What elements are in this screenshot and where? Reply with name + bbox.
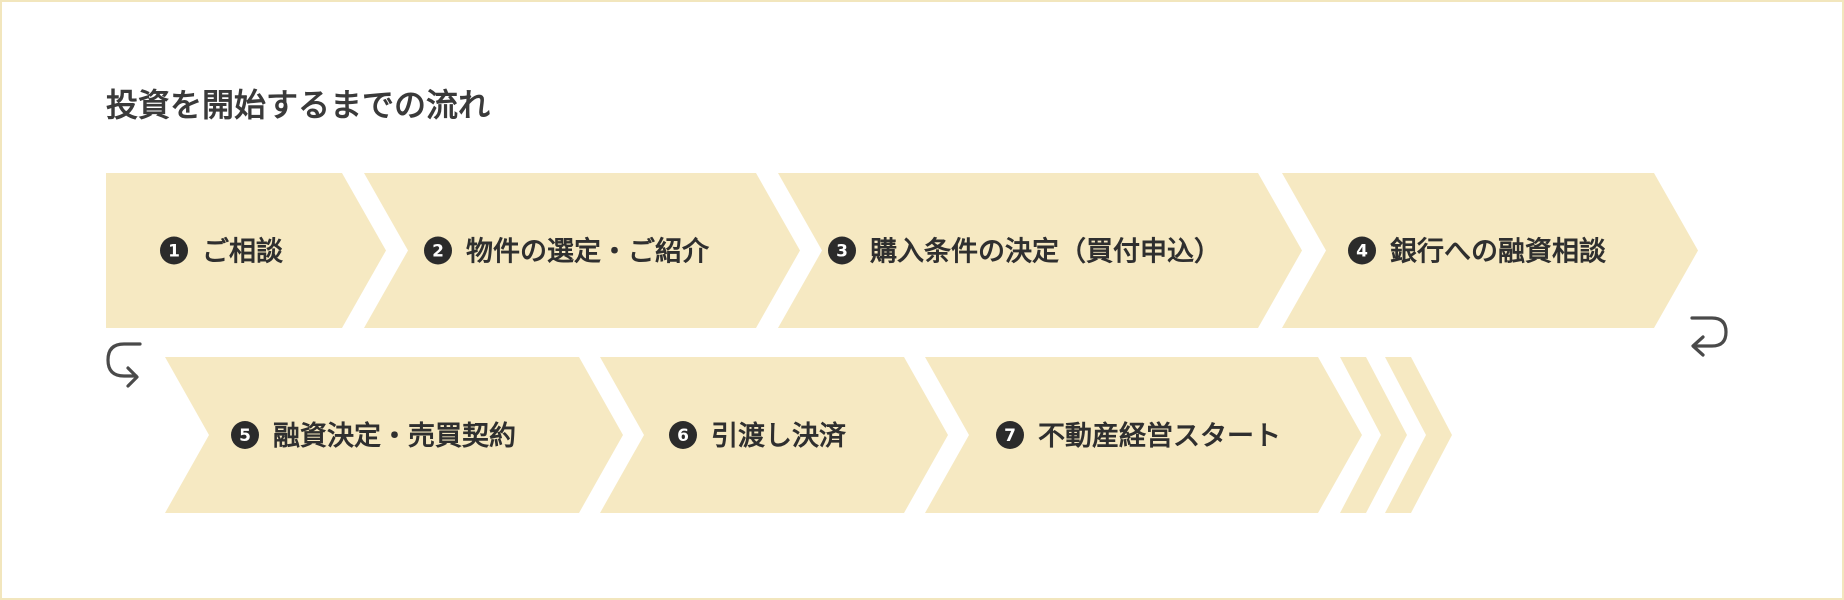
process-step-1: 1 ご相談 xyxy=(106,173,386,328)
trailing-chevrons xyxy=(1340,357,1452,513)
step-label: 融資決定・売買契約 xyxy=(273,420,516,452)
return-arrow-icon xyxy=(106,342,142,388)
step-chevron xyxy=(1282,173,1698,328)
step-number: 5 xyxy=(239,426,251,446)
process-step-3: 3 購入条件の決定（買付申込） xyxy=(778,173,1302,328)
step-number: 4 xyxy=(1356,242,1368,262)
step-chevron xyxy=(364,173,800,328)
step-chevron xyxy=(925,357,1362,513)
step-number: 2 xyxy=(432,242,444,262)
step-chevron xyxy=(778,173,1302,328)
step-number: 3 xyxy=(836,242,848,262)
step-label: 引渡し決済 xyxy=(711,420,847,452)
step-chevron xyxy=(165,357,623,513)
step-label: 不動産経営スタート xyxy=(1038,420,1281,452)
step-number: 7 xyxy=(1004,426,1016,446)
step-chevron xyxy=(106,173,386,328)
step-number-badge xyxy=(160,236,188,265)
step-number-badge xyxy=(424,236,452,265)
step-number: 1 xyxy=(168,242,180,262)
process-step-6: 6 引渡し決済 xyxy=(600,357,948,513)
process-step-5: 5 融資決定・売買契約 xyxy=(165,357,623,513)
process-step-4: 4 銀行への融資相談 xyxy=(1282,173,1698,328)
step-number-badge xyxy=(231,421,259,449)
return-arrow-icon xyxy=(1690,316,1728,357)
step-label: 物件の選定・ご紹介 xyxy=(466,236,710,268)
chevron-decoration xyxy=(1340,357,1407,513)
process-step-2: 2 物件の選定・ご紹介 xyxy=(364,173,800,328)
step-number-badge xyxy=(996,421,1024,449)
step-number: 6 xyxy=(677,426,689,446)
step-chevron xyxy=(600,357,948,513)
step-label: 銀行への融資相談 xyxy=(1390,236,1607,268)
step-number-badge xyxy=(828,236,856,265)
step-label: 購入条件の決定（買付申込） xyxy=(870,236,1221,268)
step-label: ご相談 xyxy=(202,236,284,268)
chevron-decoration xyxy=(1385,357,1452,513)
process-step-7: 7 不動産経営スタート xyxy=(925,357,1362,513)
page-title: 投資を開始するまでの流れ xyxy=(106,86,491,124)
step-number-badge xyxy=(1348,236,1376,265)
step-number-badge xyxy=(669,421,697,449)
